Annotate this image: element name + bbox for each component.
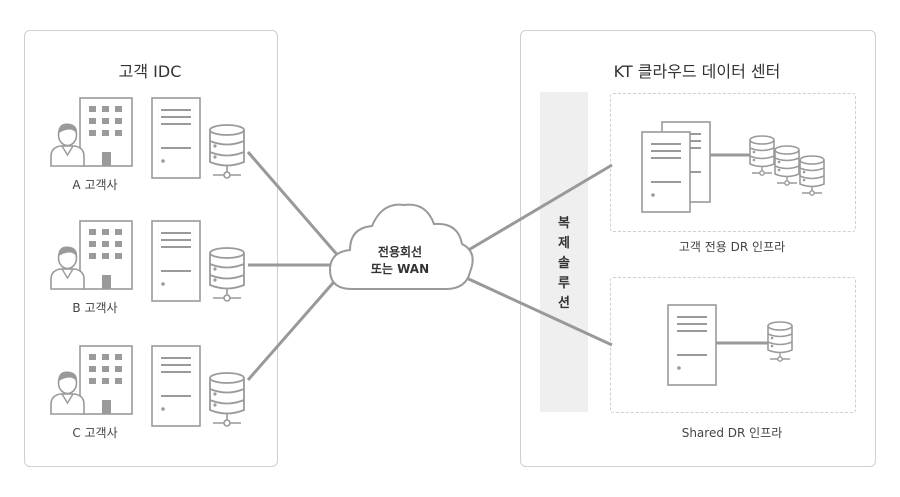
cloud-label-line1: 전용회선 <box>377 245 423 259</box>
person-icon <box>50 370 85 415</box>
database-icon <box>774 145 800 186</box>
building-icon <box>79 97 133 167</box>
building-icon <box>79 220 133 290</box>
link-c-to-cloud <box>246 274 342 381</box>
database-icon <box>767 321 793 363</box>
building-icon <box>79 345 133 415</box>
dedicated-dr-servers <box>641 121 711 213</box>
dedicated-dr-databases <box>749 135 825 196</box>
person-icon <box>50 245 85 290</box>
customer-b-group <box>50 220 245 302</box>
customer-idc-title: 고객 IDC <box>118 62 182 81</box>
link-cloud-to-dedicated-dr <box>459 163 613 257</box>
database-icon <box>209 247 245 302</box>
replication-char: 루 <box>558 276 570 291</box>
dedicated-dr-box <box>610 93 856 232</box>
database-icon <box>209 372 245 427</box>
replication-char: 솔 <box>558 256 570 271</box>
database-icon <box>209 124 245 179</box>
replication-char: 복 <box>558 216 570 231</box>
connection-lines <box>246 151 613 381</box>
cloud-label: 전용회선 또는 WAN <box>345 244 455 278</box>
customer-c-label: C 고객사 <box>72 426 118 440</box>
kt-cloud-datacenter-title: KT 클라우드 데이터 센터 <box>613 62 781 81</box>
server-icon <box>151 220 201 302</box>
customer-b-label: B 고객사 <box>72 301 118 315</box>
server-icon <box>151 97 201 179</box>
customer-c-group <box>50 345 245 427</box>
person-icon <box>50 122 85 167</box>
replication-char: 제 <box>558 236 570 251</box>
link-a-to-cloud <box>246 151 342 259</box>
server-icon <box>641 131 691 213</box>
server-icon <box>667 304 717 386</box>
server-icon <box>151 345 201 427</box>
replication-char: 션 <box>558 296 570 311</box>
cloud-icon <box>328 203 474 290</box>
shared-dr-label: Shared DR 인프라 <box>681 426 783 440</box>
link-cloud-to-shared-dr <box>459 273 613 347</box>
replication-solution-strip <box>540 92 588 412</box>
database-icon <box>799 155 825 196</box>
dedicated-dr-label: 고객 전용 DR 인프라 <box>678 240 786 254</box>
database-icon <box>749 135 775 176</box>
customer-a-group <box>50 97 245 179</box>
cloud-label-line2: 또는 WAN <box>370 262 430 276</box>
customer-a-label: A 고객사 <box>72 178 118 192</box>
replication-solution-label: 복 제 솔 루 션 <box>540 214 588 314</box>
